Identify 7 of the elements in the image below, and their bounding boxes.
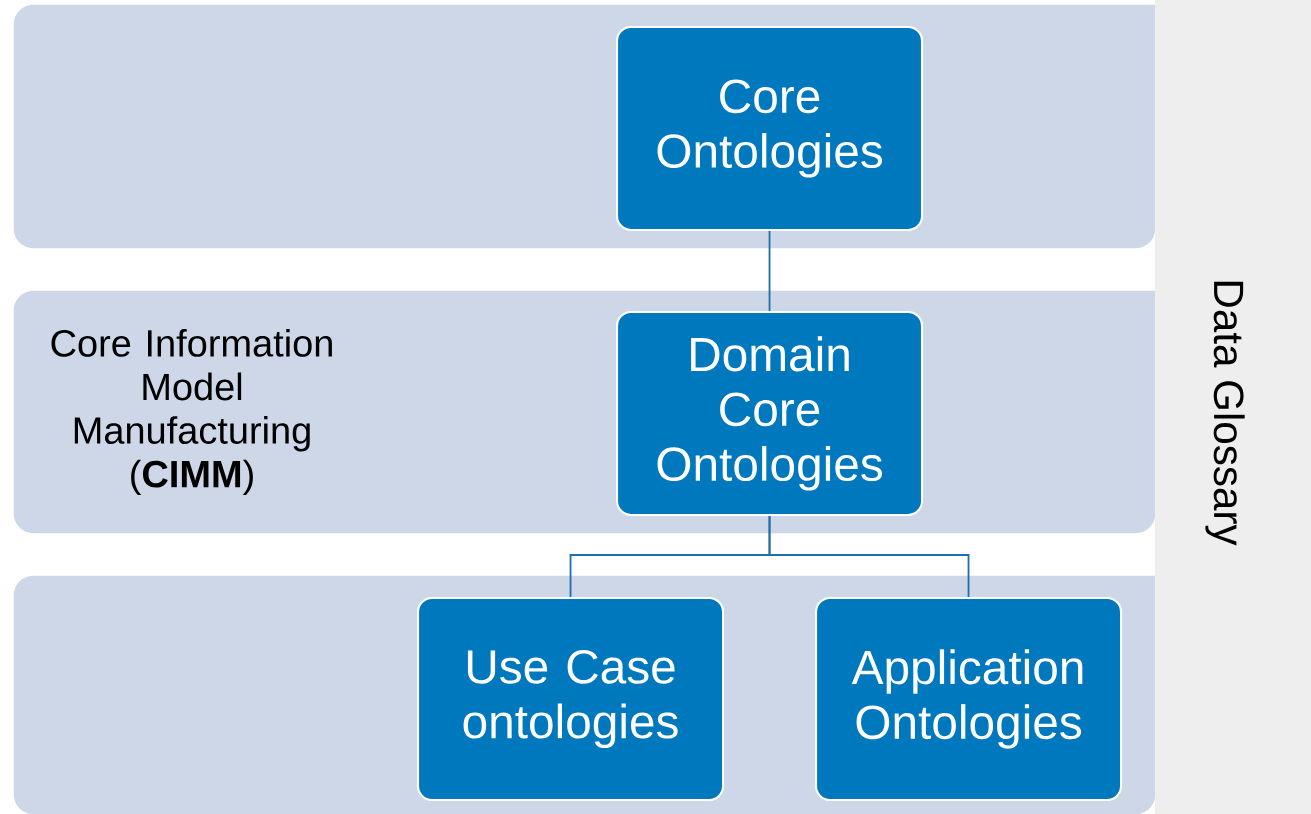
ontology-box: Core Ontologies bbox=[615, 25, 924, 232]
connector-line bbox=[768, 515, 970, 598]
connector-line bbox=[768, 230, 771, 312]
glossary-band: Data Glossary bbox=[1155, 0, 1311, 814]
ontology-box: Application Ontologies bbox=[814, 596, 1123, 802]
ontology-box: Domain Core Ontologies bbox=[615, 310, 924, 517]
ontology-box: Use Case ontologies bbox=[416, 596, 725, 802]
